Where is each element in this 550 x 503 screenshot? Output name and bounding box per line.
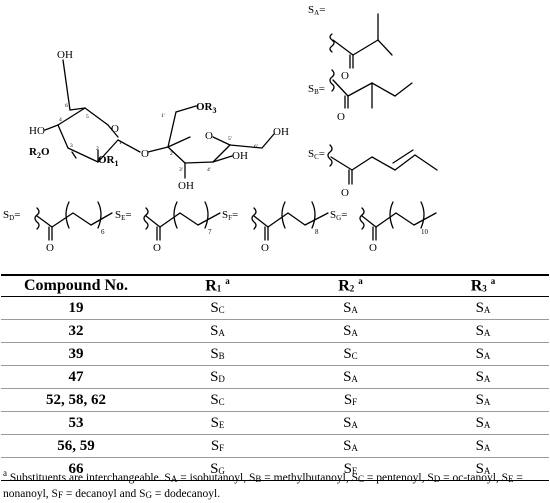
compound-cell: 53	[1, 411, 151, 435]
carbonyl-o: O	[341, 187, 349, 199]
glycosidic-o-label: O	[141, 148, 149, 160]
compound-cell: 19	[1, 296, 151, 320]
r1-cell: SB	[151, 342, 284, 366]
ring-o-fru: O	[205, 130, 213, 142]
substituent-label-g: SG=	[330, 209, 347, 222]
r3-cell: SA	[417, 365, 549, 389]
compound-cell: 39	[1, 342, 151, 366]
table-row: 32 SA SA SA	[1, 319, 549, 343]
ho-label: HO	[29, 125, 45, 137]
compound-cell: 52, 58, 62	[1, 388, 151, 412]
oh-fru-r2: OH	[232, 150, 248, 162]
header-r2: R2 a	[338, 276, 363, 295]
table-header-row: Compound No. R1 a R2 a R3 a	[1, 275, 549, 297]
atom-number: 4'	[207, 167, 211, 173]
atom-number: 1'	[161, 113, 165, 119]
r3-cell: SA	[417, 296, 549, 320]
carbonyl-o: O	[369, 242, 377, 254]
chain-repeat-n: 8	[315, 228, 319, 236]
header-r1: R1 a	[205, 276, 230, 295]
oh-label: OH	[57, 49, 73, 61]
atom-number: 5	[86, 114, 89, 120]
carbonyl-o: O	[261, 242, 269, 254]
atom-number: 4	[59, 117, 62, 123]
r2-label: R2O	[29, 146, 50, 160]
substituent-label-c: SC=	[308, 148, 325, 161]
table-row: 56, 59 SF SA SA	[1, 434, 549, 458]
or1-label: OR1	[98, 154, 119, 168]
table-row: 53 SE SA SA	[1, 411, 549, 435]
substituent-label-a: SA=	[308, 4, 325, 17]
r2-cell: SA	[284, 434, 417, 458]
atom-number: 6	[65, 103, 68, 109]
r2-cell: SA	[284, 319, 417, 343]
r2-cell: SC	[284, 342, 417, 366]
table-footnote: a Substituents are interchangeable. SA =…	[3, 468, 523, 500]
r2-cell: SF	[284, 388, 417, 412]
r3-cell: SA	[417, 411, 549, 435]
substituent-label-f: SF=	[222, 209, 238, 222]
atom-number: 2	[96, 146, 99, 152]
r2-cell: SA	[284, 411, 417, 435]
r3-cell: SA	[417, 388, 549, 412]
r3-cell: SA	[417, 434, 549, 458]
r2-cell: SE	[284, 457, 417, 481]
substituent-table: Compound No. R1 a R2 a R3 a 19 SC SA SA …	[0, 274, 550, 481]
r1-cell: SC	[151, 388, 284, 412]
or3-label: OR3	[196, 101, 217, 115]
compound-cell: 56, 59	[1, 434, 151, 458]
carbonyl-o: O	[46, 242, 54, 254]
chain-repeat-n: 6	[101, 228, 105, 236]
substituent-label-d: SD=	[3, 209, 20, 222]
chain-repeat-n: 7	[208, 228, 212, 236]
oh-fru-right: OH	[273, 126, 289, 138]
substituent-label-e: SE=	[115, 209, 132, 222]
r3-cell: SA	[417, 457, 549, 481]
r1-cell: SA	[151, 319, 284, 343]
atom-number: 1	[119, 140, 122, 146]
chemical-structure: OH HO R2O OR1 O O OR3 O OH OH OH 6 5 4 3…	[3, 4, 438, 254]
r3-cell: SA	[417, 319, 549, 343]
r1-cell: SF	[151, 434, 284, 458]
table-row: 47 SD SA SA	[1, 365, 549, 389]
atom-number: 5'	[228, 136, 232, 142]
r1-cell: SC	[151, 296, 284, 320]
compound-cell: 32	[1, 319, 151, 343]
ring-o-glc: O	[111, 123, 119, 135]
compound-cell: 47	[1, 365, 151, 389]
header-r3: R3 a	[470, 276, 496, 295]
r2-cell: SA	[284, 365, 417, 389]
carbonyl-o: O	[153, 242, 161, 254]
substituent-label-b: SB=	[308, 83, 325, 96]
atom-number: 3	[70, 143, 73, 149]
r3-cell: SA	[417, 342, 549, 366]
atom-number: 3'	[179, 167, 183, 173]
r1-cell: SE	[151, 411, 284, 435]
atom-number: 2'	[170, 151, 174, 157]
oh-fru-bottom: OH	[178, 180, 194, 192]
table-row: 19 SC SA SA	[1, 296, 549, 320]
carbonyl-o: O	[341, 70, 349, 82]
header-compound: Compound No.	[23, 277, 129, 294]
r1-cell: SG	[151, 457, 284, 481]
carbonyl-o: O	[337, 111, 345, 123]
r2-cell: SA	[284, 296, 417, 320]
chain-repeat-n: 10	[421, 228, 429, 236]
atom-number: 6'	[254, 144, 258, 150]
compound-cell: 66	[1, 457, 151, 481]
table-row: 66 SG SE SA	[1, 457, 549, 481]
table-row: 52, 58, 62 SC SF SA	[1, 388, 549, 412]
r1-cell: SD	[151, 365, 284, 389]
table-row: 39 SB SC SA	[1, 342, 549, 366]
